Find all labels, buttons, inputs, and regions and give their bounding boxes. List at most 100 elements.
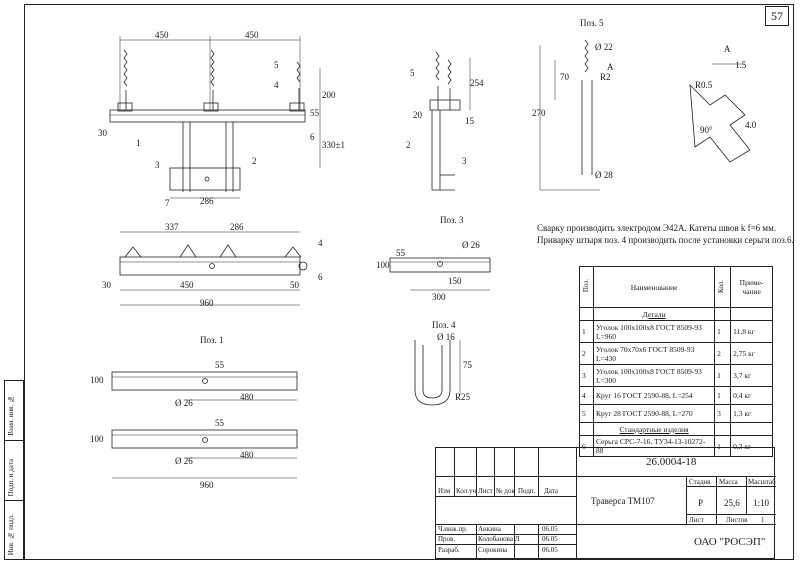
sheet-label: Лист xyxy=(689,516,704,524)
drawing-title: Траверса ТМ107 xyxy=(591,496,655,506)
callout-label: 5 xyxy=(274,60,279,70)
callout-label: 2 xyxy=(252,156,257,166)
front-view xyxy=(109,36,321,199)
tb-date: 06.05 xyxy=(542,525,558,533)
dim-label: 100 xyxy=(90,434,104,444)
note-line: Сварку производить электродом Э42А. Кате… xyxy=(537,223,777,233)
dim-label: R0.5 xyxy=(695,80,713,90)
pos1-title: Поз. 1 xyxy=(200,335,224,345)
side-stamp-cell: Взам. инв. № xyxy=(5,381,23,441)
sheets-label: Листов xyxy=(726,516,748,524)
pos3-title: Поз. 3 xyxy=(440,215,464,225)
stage-label: Стадия xyxy=(689,478,711,486)
dim-label: 200 xyxy=(322,90,336,100)
scale-value: 1:10 xyxy=(753,498,770,508)
dim-label: 960 xyxy=(200,480,214,490)
bom-table: Поз. Наименование Кол. Приме-чание Детал… xyxy=(579,266,773,457)
dim-label: 150 xyxy=(448,276,462,286)
dim-label: 1.5 xyxy=(735,60,747,70)
side-stamp-cell: Подп. и дата xyxy=(5,441,23,501)
bom-section: Стандартные изделия xyxy=(579,422,773,436)
tb-role: Пров. xyxy=(438,535,456,543)
pos5-title: Поз. 5 xyxy=(580,18,604,28)
pos1-views xyxy=(111,371,298,479)
dim-label: R2 xyxy=(600,72,611,82)
bom-header-name: Наименование xyxy=(592,266,716,308)
dim-label: 330±1 xyxy=(322,140,345,150)
mass-value: 25,6 xyxy=(724,498,740,508)
sheets-count: 1 xyxy=(761,516,765,524)
callout-label: 5 xyxy=(410,68,415,78)
callout-label: 4 xyxy=(274,80,279,90)
tb-header-kol: Кол.уч xyxy=(456,487,476,495)
sheet-number: 57 xyxy=(765,6,789,26)
tb-date: 06.05 xyxy=(542,546,558,554)
tb-date: 06.05 xyxy=(542,535,558,543)
pos4-title: Поз. 4 xyxy=(432,320,456,330)
callout-label: 6 xyxy=(310,132,315,142)
tb-name: Колобанова Л xyxy=(478,535,520,543)
scale-label: Масштаб xyxy=(748,478,776,486)
title-block: Изм Кол.уч Лист № док Подп. Дата Ч.инж.п… xyxy=(435,447,776,560)
callout-label: 1 xyxy=(136,138,141,148)
note-line: Приварку штыря поз. 4 производить после … xyxy=(537,235,794,245)
callout-label: 7 xyxy=(165,198,170,208)
dim-label: 100 xyxy=(376,260,390,270)
dim-label: 337 xyxy=(165,222,179,232)
dim-label: 55 xyxy=(310,108,319,118)
dim-label: Ø 28 xyxy=(595,170,613,180)
dim-label: 100 xyxy=(90,375,104,385)
pos4-view xyxy=(414,340,461,406)
pos5-view xyxy=(539,39,600,191)
dim-label: 55 xyxy=(215,418,224,428)
dim-label: Ø 26 xyxy=(462,240,480,250)
plan-view xyxy=(119,231,308,306)
side-view xyxy=(429,51,471,191)
dim-label: R25 xyxy=(455,392,471,402)
detail-a-view xyxy=(689,63,751,163)
dim-label: 70 xyxy=(560,72,569,82)
dim-label: 450 xyxy=(245,30,259,40)
drawing-frame xyxy=(24,4,794,560)
dim-label: 30 xyxy=(102,280,111,290)
tb-name: Сорокина xyxy=(478,546,508,554)
dim-label: Ø 16 xyxy=(437,332,455,342)
callout-label: 4 xyxy=(318,238,323,248)
tb-header-data: Дата xyxy=(544,487,558,495)
dim-label: 286 xyxy=(200,196,214,206)
dim-label: 450 xyxy=(155,30,169,40)
dim-label: 270 xyxy=(532,108,546,118)
dim-label: 450 xyxy=(180,280,194,290)
dim-label: 300 xyxy=(432,292,446,302)
dim-label: 4.0 xyxy=(745,120,757,130)
doc-code: 26.0004-18 xyxy=(646,456,697,468)
tb-header-izm: Изм xyxy=(438,487,451,495)
bom-header-note: Приме-чание xyxy=(730,266,773,308)
dim-label: 480 xyxy=(240,392,254,402)
bom-header-qty: Кол. xyxy=(714,266,732,308)
callout-label: 6 xyxy=(318,272,323,282)
callout-label: A xyxy=(607,62,614,72)
dim-label: 286 xyxy=(230,222,244,232)
pos3-view xyxy=(389,257,491,291)
dim-label: 480 xyxy=(240,450,254,460)
tb-name: Анкина xyxy=(478,525,501,533)
dim-label: 55 xyxy=(215,360,224,370)
bom-header: Поз. Наименование Кол. Приме-чание xyxy=(579,266,773,308)
dim-label: Ø 26 xyxy=(175,398,193,408)
side-stamp: Взам. инв. № Подп. и дата Инв. № подл. xyxy=(4,380,24,560)
dim-label: 75 xyxy=(463,360,472,370)
dim-label: 20 xyxy=(413,110,422,120)
dim-label: 15 xyxy=(465,116,474,126)
organization: ОАО "РОСЭП" xyxy=(694,536,766,548)
tb-header-list: Лист xyxy=(478,487,493,495)
bom-header-pos: Поз. xyxy=(579,266,594,308)
dim-label: 55 xyxy=(396,248,405,258)
dim-label: 30 xyxy=(98,128,107,138)
